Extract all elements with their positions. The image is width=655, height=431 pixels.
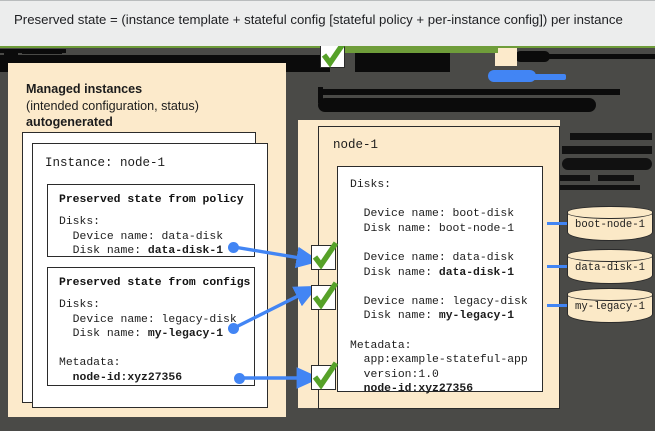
policy-box-heading: Preserved state from policy	[59, 194, 244, 206]
disk-connector-line	[547, 265, 569, 268]
connector-origin-dot	[234, 373, 245, 384]
green-check-icon	[311, 281, 339, 310]
configs-box-heading: Preserved state from configs	[59, 277, 251, 289]
node-disks-box: Disks: Device name: boot-disk Disk name:…	[337, 166, 543, 395]
instance-card: Instance: node-1 Preserved state from po…	[32, 143, 268, 408]
node-data-disk-value: data-disk-1	[438, 266, 515, 279]
preserved-state-policy-box: Preserved state from policy Disks: Devic…	[47, 184, 255, 257]
green-check-icon	[311, 361, 339, 390]
cream-chip	[495, 43, 517, 66]
redaction-bar	[598, 175, 634, 181]
green-check-icon	[320, 39, 348, 68]
redaction-bar	[0, 49, 66, 53]
disk-cylinder-icon: my-legacy-1	[567, 288, 653, 323]
node-disks-label: Disks:	[350, 179, 392, 191]
panel-tag: autogenerated	[26, 115, 113, 129]
node-data-device: Device name: data-disk	[350, 251, 515, 264]
node-metadata-label: Metadata:	[350, 339, 412, 352]
connector-origin-dot	[228, 242, 239, 253]
configs-disk-name-value: my-legacy-1	[147, 328, 224, 341]
configs-disks-label: Disks:	[59, 299, 101, 311]
configs-metadata-value: node-id:xyz27356	[72, 371, 183, 384]
preserved-state-configs-box: Preserved state from configs Disks: Devi…	[47, 267, 255, 386]
node-metadata-app: app:example-stateful-app	[350, 354, 528, 367]
policy-device-name: Device name: data-disk	[72, 230, 224, 243]
redaction-bar	[318, 98, 596, 112]
node-metadata-version: version:1.0	[350, 368, 439, 381]
connector-origin-dot	[228, 323, 239, 334]
redaction-bar	[320, 89, 620, 95]
redaction-bar	[355, 49, 450, 72]
redaction-bar	[562, 158, 652, 170]
redaction-bar	[560, 175, 590, 181]
managed-instances-header: Managed instances (intended configuratio…	[26, 81, 276, 131]
redaction-bar	[515, 51, 550, 62]
disk-top-ellipse	[567, 249, 653, 262]
panel-subtitle: (intended configuration, status)	[26, 98, 199, 113]
policy-disk-name-label: Disk name:	[59, 245, 148, 258]
disk-top-ellipse	[567, 288, 653, 301]
disk-connector-line	[547, 304, 569, 307]
green-check-icon	[311, 241, 339, 270]
redaction-bar	[4, 50, 18, 58]
configs-disk-name-label: Disk name:	[59, 328, 148, 341]
node-boot-disk: Disk name: boot-node-1	[350, 222, 515, 235]
node-legacy-device: Device name: legacy-disk	[350, 295, 528, 308]
disk-cylinder-icon: boot-node-1	[567, 206, 653, 241]
redaction-bar	[562, 146, 652, 154]
disk-label: my-legacy-1	[575, 301, 645, 313]
policy-disk-name-value: data-disk-1	[147, 245, 224, 258]
redaction-bar	[570, 133, 652, 140]
blue-highlight	[490, 73, 516, 82]
disk-label: boot-node-1	[575, 219, 645, 231]
caption-text: Preserved state = (instance template + s…	[14, 12, 623, 27]
redaction-bar	[548, 54, 655, 59]
green-accent-line	[330, 46, 498, 53]
disk-connector-line	[547, 222, 569, 225]
panel-title: Managed instances	[26, 82, 143, 96]
blue-highlight	[508, 74, 566, 80]
disk-top-ellipse	[567, 206, 653, 219]
node-boot-device: Device name: boot-disk	[350, 208, 515, 221]
policy-disks-label: Disks:	[59, 216, 101, 228]
node-legacy-disk-value: my-legacy-1	[438, 310, 515, 323]
caption-bar: Preserved state = (instance template + s…	[0, 0, 655, 46]
disk-label: data-disk-1	[575, 262, 645, 274]
node-card: node-1 Disks: Device name: boot-disk Dis…	[318, 126, 560, 409]
configs-device-name: Device name: legacy-disk	[72, 313, 237, 326]
configs-metadata-label: Metadata:	[59, 357, 121, 370]
configs-box-body: Disks: Device name: legacy-disk Disk nam…	[59, 298, 237, 386]
redaction-bar	[318, 87, 323, 103]
instance-title: Instance: node-1	[45, 156, 166, 170]
node-metadata-nodeid: node-id:xyz27356	[363, 383, 474, 396]
policy-box-body: Disks: Device name: data-disk Disk name:…	[59, 215, 223, 259]
disk-cylinder-icon: data-disk-1	[567, 249, 653, 284]
node-title: node-1	[333, 138, 379, 152]
node-disks-body: Disks: Device name: boot-disk Disk name:…	[350, 179, 528, 396]
redaction-bar	[560, 185, 640, 190]
